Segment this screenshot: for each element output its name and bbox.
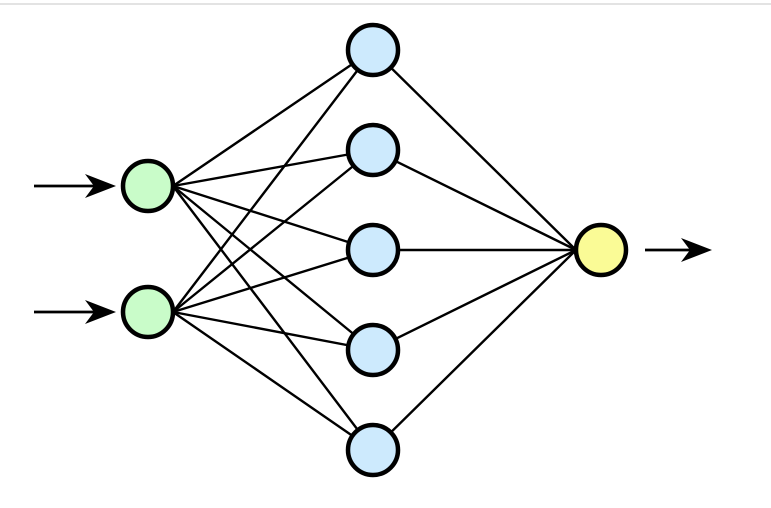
edge-i2-h1 bbox=[171, 48, 375, 314]
input-arrow-1-head bbox=[85, 174, 116, 198]
edge-i1-h3 bbox=[171, 184, 375, 252]
edge-i1-h1 bbox=[171, 48, 375, 188]
edge-h1-o1 bbox=[371, 48, 578, 252]
edge-i2-h3 bbox=[171, 248, 375, 314]
hidden-node-3 bbox=[345, 222, 401, 278]
hidden-node-1 bbox=[345, 22, 401, 78]
edge-i2-h4 bbox=[171, 310, 375, 352]
hidden-node-2 bbox=[345, 122, 401, 178]
edge-i1-h4 bbox=[171, 184, 375, 352]
input-node-2 bbox=[120, 284, 176, 340]
output-arrow-head bbox=[681, 238, 712, 262]
input-arrow-2-head bbox=[85, 300, 116, 324]
edge-i2-h2 bbox=[171, 148, 375, 314]
top-border-line bbox=[0, 3, 771, 5]
edge-i1-h5 bbox=[171, 184, 375, 452]
hidden-node-4 bbox=[345, 322, 401, 378]
edge-h5-o1 bbox=[371, 248, 578, 452]
edge-i2-h5 bbox=[171, 310, 375, 452]
hidden-node-5 bbox=[345, 422, 401, 478]
input-node-1 bbox=[120, 158, 176, 214]
edge-h4-o1 bbox=[371, 248, 578, 352]
edge-i1-h2 bbox=[171, 148, 375, 188]
edge-h2-o1 bbox=[371, 148, 578, 252]
output-node bbox=[573, 222, 629, 278]
